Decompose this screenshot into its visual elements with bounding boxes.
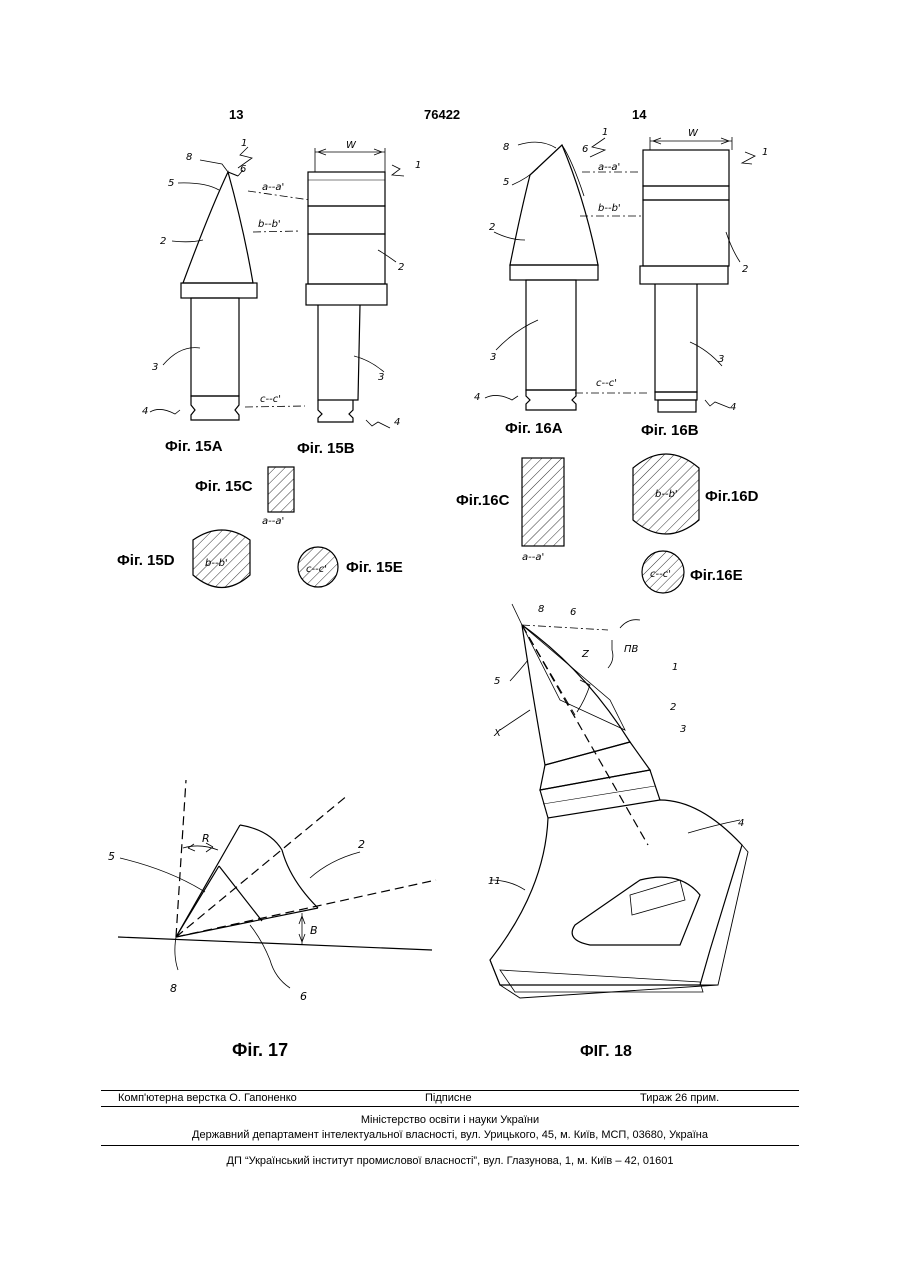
caption-fig-16a: Фіг. 16А [505, 420, 563, 437]
label-3b: 3 [378, 372, 384, 383]
label-1b: 1 [415, 160, 421, 171]
fig-16c-section [522, 458, 564, 546]
label-bb-16: b--b' [598, 203, 621, 214]
label-x: X [493, 728, 502, 739]
label-3: 3 [152, 362, 158, 373]
label-2-17: 2 [358, 838, 365, 851]
label-3b-16: 3 [718, 354, 724, 365]
footer-ministry: Міністерство освіти і науки України [101, 1114, 799, 1126]
caption-fig-17: Фіг. 17 [232, 1040, 288, 1061]
label-bb: b--b' [258, 219, 281, 230]
fig-15c-section [268, 467, 294, 512]
label-w-16: W [688, 128, 699, 139]
label-2b: 2 [398, 262, 404, 273]
label-z: Z [581, 649, 590, 660]
label-3-18: 3 [680, 724, 686, 735]
label-6: 6 [240, 164, 246, 175]
label-pb: ПВ [624, 644, 639, 655]
caption-fig-16b: Фіг. 16В [641, 422, 699, 439]
fig-18-perspective-view [490, 604, 748, 998]
footer-signed: Підписне [425, 1092, 472, 1104]
label-bb-16d: b--b' [655, 489, 678, 500]
label-5-17: 5 [108, 850, 115, 863]
footer-department: Державний департамент інтелектуальної вл… [101, 1129, 799, 1141]
label-3-16: 3 [490, 352, 496, 363]
label-6-18: 6 [570, 607, 576, 618]
footer-rule-middle [101, 1106, 799, 1107]
label-1-18: 1 [672, 662, 678, 673]
label-cc-16e: c--c' [650, 569, 671, 580]
caption-fig-18: ФІГ. 18 [580, 1043, 632, 1061]
label-2b-16: 2 [742, 264, 748, 275]
label-5: 5 [168, 178, 174, 189]
label-4: 4 [142, 406, 148, 417]
label-8-18: 8 [538, 604, 544, 615]
label-6-17: 6 [300, 990, 307, 1003]
caption-fig-15a: Фіг. 15А [165, 438, 223, 455]
label-cc-15e: c--c' [306, 564, 327, 575]
label-aa: a--a' [262, 182, 284, 193]
label-8: 8 [186, 152, 192, 163]
label-4b-16: 4 [730, 402, 736, 413]
label-aa-16: a--a' [598, 162, 620, 173]
label-2-16: 2 [489, 222, 495, 233]
label-1b-16: 1 [762, 147, 768, 158]
label-aa-16c: a--a' [522, 552, 544, 563]
footer-institute: ДП “Український інститут промислової вла… [101, 1155, 799, 1167]
label-1: 1 [241, 138, 247, 149]
label-5-18: 5 [494, 676, 500, 687]
label-b: B [310, 924, 318, 937]
label-cc-16: c--c' [596, 378, 617, 389]
caption-fig-16d: Фіг.16D [705, 488, 758, 505]
caption-fig-15d: Фіг. 15D [117, 552, 175, 569]
fig-15a-side-view [150, 147, 257, 420]
fig-16b-front-view [575, 137, 755, 412]
label-4-18: 4 [738, 818, 744, 829]
patent-drawings: 8 1 6 5 2 3 4 W 1 a--a' b--b' 2 3 c--c' … [0, 0, 901, 1090]
label-2-18: 2 [670, 702, 676, 713]
footer-circulation: Тираж 26 прим. [640, 1092, 719, 1104]
label-5-16: 5 [503, 177, 509, 188]
label-6-16: 6 [582, 144, 588, 155]
caption-fig-16e: Фіг.16Е [690, 567, 743, 584]
caption-fig-15e: Фіг. 15Е [346, 559, 403, 576]
label-bb-15d: b--b' [205, 558, 228, 569]
caption-fig-15c: Фіг. 15С [195, 478, 253, 495]
label-aa-15c: a--a' [262, 516, 284, 527]
caption-fig-16c: Фіг.16С [456, 492, 509, 509]
footer-composer: Комп'ютерна верстка О. Гапоненко [118, 1092, 297, 1104]
label-cc: c--c' [260, 394, 281, 405]
label-8-16: 8 [503, 142, 509, 153]
label-8-17: 8 [170, 982, 177, 995]
footer-rule-bottom [101, 1145, 799, 1146]
label-4b: 4 [394, 417, 400, 428]
label-r: R [202, 832, 210, 845]
caption-fig-15b: Фіг. 15В [297, 440, 355, 457]
label-4-16: 4 [474, 392, 480, 403]
label-1-16: 1 [602, 127, 608, 138]
footer-rule-top [101, 1090, 799, 1091]
label-2: 2 [160, 236, 166, 247]
fig-17-angle-diagram [118, 780, 436, 988]
label-w: W [346, 140, 357, 151]
label-11-18: 11 [488, 876, 501, 887]
